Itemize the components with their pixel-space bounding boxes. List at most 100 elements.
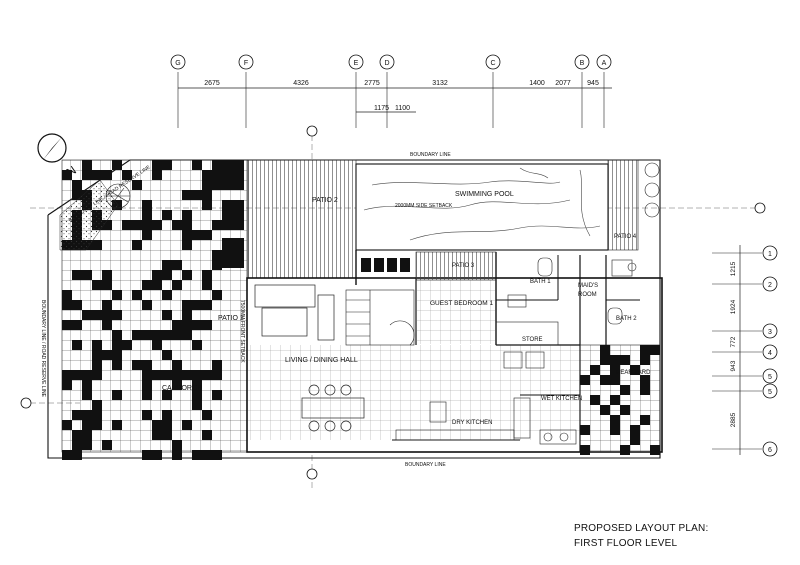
sofa-set <box>254 284 335 341</box>
dark-tile <box>172 260 182 270</box>
dark-tile <box>102 320 112 330</box>
kitchen-counters <box>395 397 577 445</box>
dark-tile <box>192 390 202 400</box>
dark-tile <box>590 365 600 375</box>
dark-tile <box>610 395 620 405</box>
dark-tile <box>192 230 202 240</box>
dark-tile <box>192 450 202 460</box>
dimension-top: 2675 <box>204 80 220 87</box>
dark-tile <box>82 440 92 450</box>
dark-tile <box>162 270 172 280</box>
dark-tile <box>142 300 152 310</box>
dark-tile <box>630 365 640 375</box>
grid-label-top: G <box>175 60 180 67</box>
dimension-top: 4326 <box>293 80 309 87</box>
dark-tile <box>152 340 162 350</box>
grid-bubble-top <box>238 54 254 70</box>
dark-tile <box>202 320 212 330</box>
dark-tile <box>62 450 72 460</box>
dark-tile <box>82 310 92 320</box>
dark-tile <box>162 350 172 360</box>
dark-tile <box>112 340 122 350</box>
dark-tile <box>192 320 202 330</box>
dark-tile <box>192 340 202 350</box>
dark-tile <box>72 450 82 460</box>
dark-tile <box>102 270 112 280</box>
dark-tile <box>610 365 620 375</box>
dark-tile <box>580 445 590 455</box>
dark-tile <box>102 440 112 450</box>
grid-bubble-top <box>379 54 395 70</box>
dark-tile <box>132 290 142 300</box>
boundary-left-label: BOUNDARY LINE / ROAD RESERVE LINE <box>40 300 46 398</box>
dark-tile <box>202 370 212 380</box>
dark-tile <box>112 290 122 300</box>
dark-tile <box>82 170 92 180</box>
dark-tile <box>202 190 212 200</box>
dark-tile <box>192 370 202 380</box>
dark-tile <box>82 420 92 430</box>
dark-tile <box>162 410 172 420</box>
grid-bubble-right <box>762 323 778 339</box>
dark-tile <box>132 240 142 250</box>
dark-tile <box>112 350 122 360</box>
dimension-top: 3132 <box>432 80 448 87</box>
dark-tile <box>112 390 122 400</box>
drawing-title: PROPOSED LAYOUT PLAN: FIRST FLOOR LEVEL <box>574 521 708 551</box>
patio-1-label: PATIO 1 <box>218 315 244 322</box>
grid-label-right: 5 <box>768 389 772 396</box>
dark-tile <box>192 160 202 170</box>
living-dining-label: LIVING / DINING HALL <box>285 357 358 364</box>
grid-label-top: E <box>354 60 359 67</box>
dark-tile <box>182 420 192 430</box>
dark-tile <box>640 385 650 395</box>
dark-tile <box>92 240 102 250</box>
dark-tile <box>182 370 192 380</box>
dark-tile <box>152 420 162 430</box>
grid-bubble-right <box>762 368 778 384</box>
dark-tile <box>142 390 152 400</box>
grid-bubble-right <box>762 276 778 292</box>
dark-tile <box>650 445 660 455</box>
planter-box <box>222 238 244 268</box>
dark-tile <box>92 360 102 370</box>
grid-bubble-top <box>170 54 186 70</box>
planter-box <box>222 160 244 190</box>
dark-tile <box>142 380 152 390</box>
dark-tile <box>202 410 212 420</box>
dark-tile <box>92 340 102 350</box>
dark-tile <box>112 360 122 370</box>
dark-tile <box>62 370 72 380</box>
dimension-right: 772 <box>730 336 737 347</box>
dark-tile <box>640 375 650 385</box>
dark-tile <box>152 330 162 340</box>
dark-tile <box>142 370 152 380</box>
dark-tile <box>82 160 92 170</box>
planter-box <box>222 200 244 230</box>
dark-tile <box>152 220 162 230</box>
dark-tile <box>102 300 112 310</box>
carporch-label: CARPORCH <box>162 385 202 392</box>
swimming-pool: SWIMMING POOL 2000MM SIDE SETBACK <box>355 163 609 251</box>
section-marker <box>20 125 766 480</box>
dark-tile <box>142 450 152 460</box>
dark-tile <box>142 220 152 230</box>
boundary-bottom-label: BOUNDARY LINE <box>405 462 446 468</box>
staircase <box>345 289 415 346</box>
dark-tile <box>72 370 82 380</box>
grid-label-right: 4 <box>768 350 772 357</box>
column-round <box>644 162 660 178</box>
dark-tile <box>182 300 192 310</box>
dark-tile <box>192 380 202 390</box>
maids-room-label-1: MAID'S <box>578 283 598 289</box>
dark-tile <box>212 290 222 300</box>
dark-tile <box>580 425 590 435</box>
grid-label-top: C <box>490 60 495 67</box>
dark-tile <box>162 290 172 300</box>
dark-tile <box>172 220 182 230</box>
dimension-top: 1400 <box>529 80 545 87</box>
dark-tile <box>640 415 650 425</box>
dark-tile <box>202 200 212 210</box>
dark-tile <box>92 350 102 360</box>
